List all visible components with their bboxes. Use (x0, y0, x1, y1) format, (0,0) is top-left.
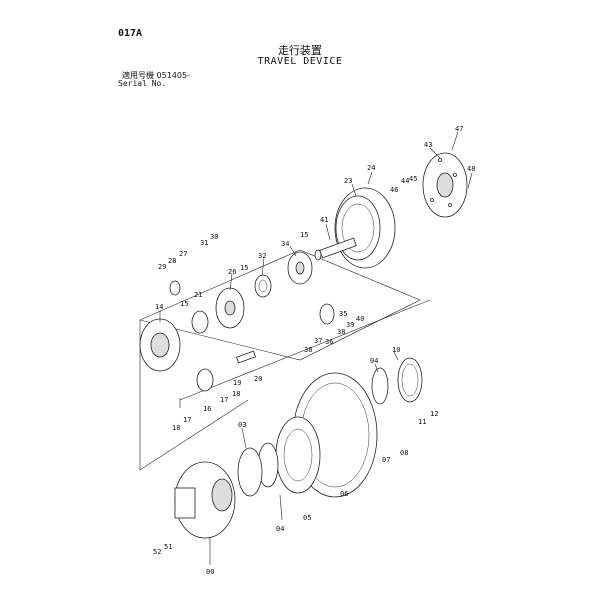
serial-label-japanese: 適用号機 051405- (122, 71, 190, 80)
callout: 04 (370, 357, 378, 365)
callout: 35 (339, 310, 347, 318)
callout: 00 (206, 568, 214, 576)
callout: 17 (220, 396, 228, 404)
callout: 21 (194, 291, 202, 299)
page-code: 017A (118, 28, 143, 39)
part-gear-36 (319, 303, 335, 325)
callout: 12 (430, 410, 438, 418)
callout: 20 (254, 375, 262, 383)
leader-lines (159, 131, 473, 565)
part-hub (275, 416, 321, 494)
part-carrier-upper (287, 251, 313, 285)
title-english: TRAVEL DEVICE (257, 56, 343, 67)
part-gear-16 (196, 368, 214, 392)
part-pin-19 (236, 350, 256, 364)
callout: 29 (158, 263, 166, 271)
callout: 52 (153, 548, 161, 556)
callout: 34 (281, 240, 289, 248)
callout: 23 (344, 177, 352, 185)
callout: 16 (203, 405, 211, 413)
assembly-boundary-lower (179, 299, 431, 401)
callout: 44 (401, 177, 409, 185)
part-shaft (314, 237, 357, 261)
part-travel-motor (174, 461, 236, 539)
callout: 41 (320, 216, 328, 224)
part-ring-10 (397, 357, 423, 403)
part-gear-32 (254, 274, 272, 298)
callout: 51 (164, 543, 172, 551)
callout: 18 (172, 424, 180, 432)
callout: 10 (392, 346, 400, 354)
part-gear-21 (191, 310, 209, 334)
callout: 36 (325, 338, 333, 346)
callout: 26 (228, 268, 236, 276)
callout: 15 (180, 300, 188, 308)
part-carrier-14 (139, 318, 181, 372)
callout: 47 (455, 125, 463, 133)
callout: 39 (346, 321, 354, 329)
part-gear-28 (169, 280, 181, 296)
callout: 31 (200, 239, 208, 247)
callout: 32 (258, 252, 266, 260)
callout: 43 (424, 141, 432, 149)
callout: 15 (240, 264, 248, 272)
callout: 15 (300, 231, 308, 239)
callout: 48 (467, 165, 475, 173)
part-seal-03 (237, 447, 263, 497)
callout: 17 (183, 416, 191, 424)
callout: 30 (210, 233, 218, 241)
callout: 27 (179, 250, 187, 258)
callout: 07 (382, 456, 390, 464)
callout: 24 (367, 164, 375, 172)
callout: 37 (314, 337, 322, 345)
callout: 18 (232, 390, 240, 398)
part-seal-04-upper (371, 367, 389, 405)
serial-label-english: Serial No. (118, 79, 167, 88)
callout-labels: 47 43 48 24 23 46 44 45 41 15 34 30 31 2… (153, 125, 475, 576)
callout: 46 (390, 186, 398, 194)
callout: 04 (276, 525, 284, 533)
callout: 03 (238, 421, 246, 429)
assembly-boundary-upper (139, 249, 421, 361)
callout: 06 (340, 490, 348, 498)
title-japanese: 走行装置 (278, 44, 322, 57)
assembly-boundary (139, 320, 249, 471)
callout: 28 (168, 257, 176, 265)
callout: 38 (304, 346, 312, 354)
callout: 38 (337, 328, 345, 336)
callout: 05 (303, 514, 311, 522)
callout: 19 (233, 379, 241, 387)
callout: 08 (400, 449, 408, 457)
part-cover-plate (422, 152, 468, 218)
callout: 14 (155, 303, 163, 311)
part-carrier-26 (215, 287, 245, 329)
callout: 40 (356, 315, 364, 323)
part-ring-gear (334, 187, 396, 269)
callout: 11 (418, 418, 426, 426)
callout: 45 (409, 175, 417, 183)
